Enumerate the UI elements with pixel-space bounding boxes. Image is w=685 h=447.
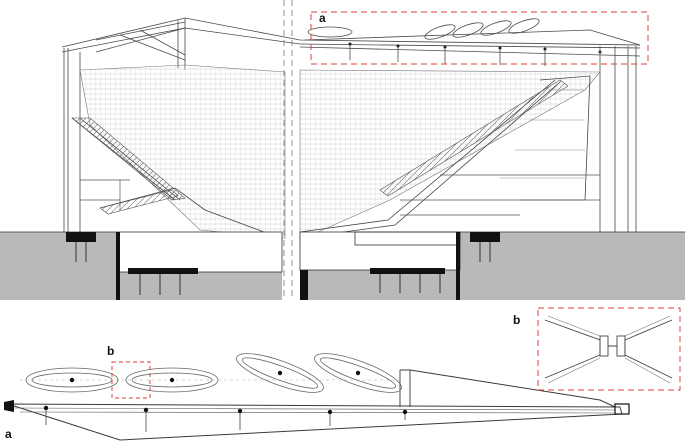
callout-b-box bbox=[111, 361, 151, 399]
detail-b-inset bbox=[537, 307, 681, 391]
detail-a-lens-brackets bbox=[25, 353, 402, 393]
piles bbox=[75, 242, 491, 295]
detail-a-roof-beam bbox=[4, 369, 630, 441]
roof-nodes bbox=[348, 42, 602, 54]
label-b-mid: b bbox=[107, 344, 115, 358]
callout-a-box bbox=[310, 11, 649, 65]
label-b-right: b bbox=[513, 313, 521, 327]
label-a-bottom: a bbox=[5, 427, 12, 441]
label-a-top: a bbox=[319, 11, 326, 25]
right-seating-tiers bbox=[299, 69, 601, 241]
foundation-blocks bbox=[66, 232, 500, 300]
detail-a-nodes bbox=[43, 370, 408, 415]
structure-columns bbox=[63, 46, 637, 240]
center-axis-dashed bbox=[283, 0, 293, 300]
left-seating-tiers bbox=[71, 64, 286, 239]
roof-truss bbox=[61, 17, 641, 70]
basement-rooms bbox=[117, 231, 461, 273]
